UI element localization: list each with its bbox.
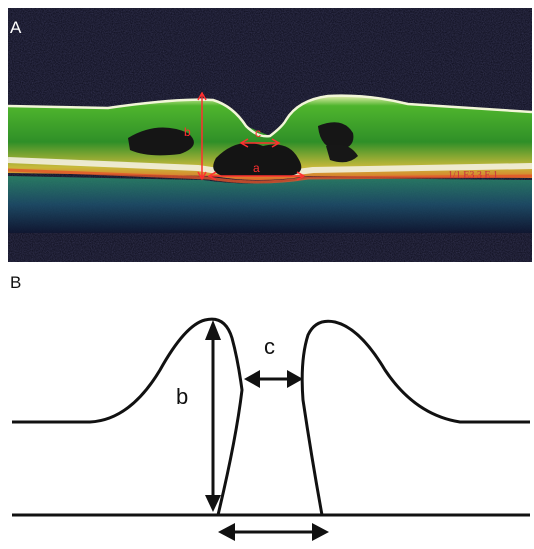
right-cyst-upper	[318, 122, 354, 150]
oct-scan-svg: b c a 1/1 E3 3 E 1	[8, 8, 532, 262]
scan-edge-text: 1/1 E3 3 E 1	[448, 170, 498, 181]
schematic-base-arrow-right	[312, 523, 329, 541]
schematic-c-label: c	[264, 334, 275, 359]
panel-label-a: A	[10, 18, 22, 37]
hole-schematic-diagram: b c	[12, 317, 530, 541]
measure-c-arrow-right	[271, 138, 281, 148]
retina-layer	[8, 95, 532, 180]
left-cyst	[128, 127, 194, 156]
measure-b-label: b	[184, 125, 191, 139]
schematic-b-arrow-bottom	[205, 495, 221, 512]
measure-c-label: c	[255, 126, 261, 140]
schematic-b-label: b	[176, 384, 188, 409]
schematic-c-arrow-left	[244, 370, 260, 388]
measure-c-arrow-left	[239, 138, 249, 148]
schematic-base-arrow-left	[218, 523, 235, 541]
oct-scan-image: b c a 1/1 E3 3 E 1	[8, 8, 532, 262]
measure-a-label: a	[253, 161, 260, 175]
ilm-line	[8, 94, 532, 138]
measure-a-arrow-left	[207, 171, 217, 181]
schematic-b-arrow-top	[205, 320, 221, 340]
measure-b-arrow-bottom	[197, 171, 207, 181]
measure-a-arrow-right	[296, 171, 306, 181]
right-hole-edge	[300, 319, 530, 516]
right-cyst-lower	[326, 144, 358, 163]
left-hole-edge	[12, 317, 244, 516]
choroid-layer	[8, 176, 532, 233]
central-cyst	[213, 142, 302, 176]
panel-label-b: B	[10, 273, 22, 292]
schematic-c-arrow-right	[287, 370, 303, 388]
measure-b-arrow-top	[197, 91, 207, 101]
